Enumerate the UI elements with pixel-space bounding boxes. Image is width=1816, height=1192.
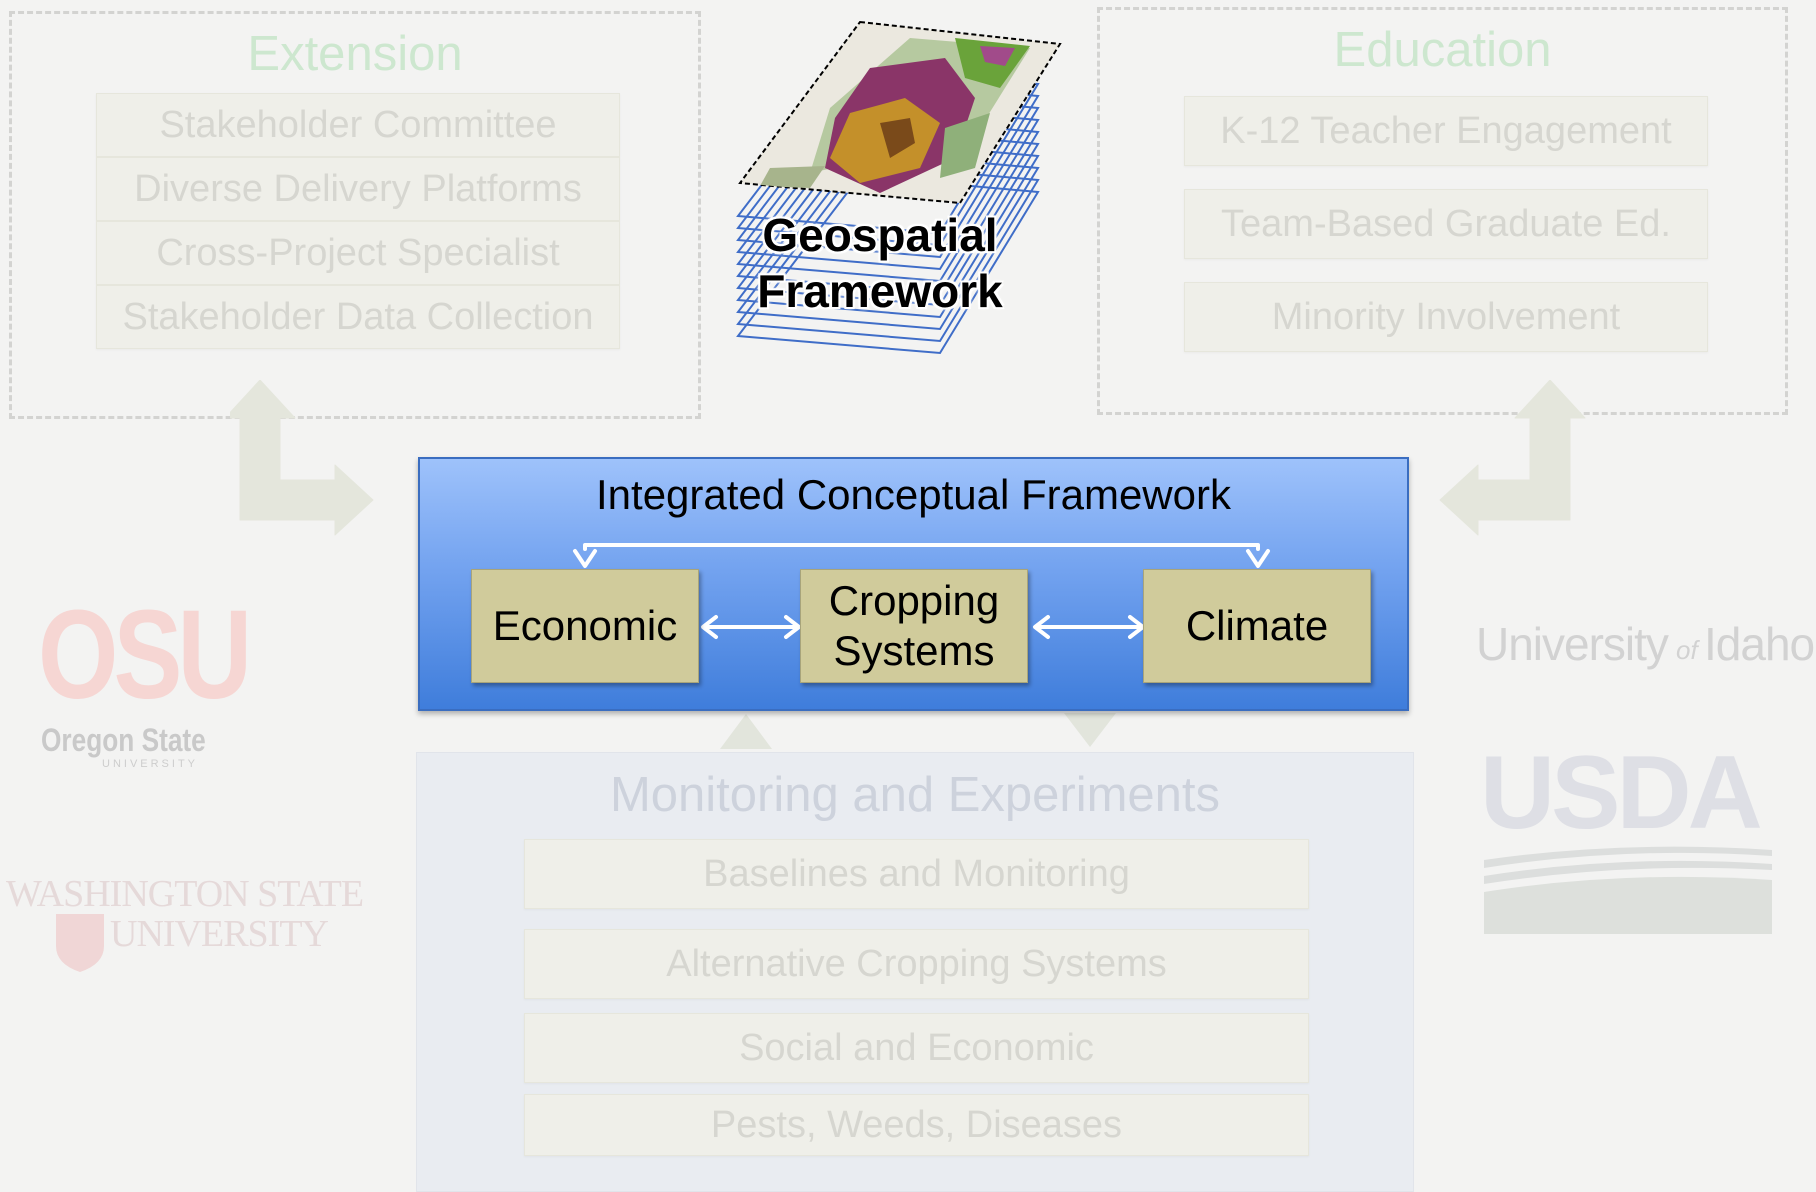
extension-item: Stakeholder Committee <box>96 93 620 157</box>
wsu-logo: WASHINGTON STATE UNIVERSITY <box>6 872 364 982</box>
osu-mark: OSU <box>38 584 252 725</box>
education-title: Education <box>1333 23 1552 77</box>
osu-logo: OSU Oregon State UNIVERSITY <box>36 584 252 770</box>
osu-sub: UNIVERSITY <box>102 758 199 770</box>
extension-item: Diverse Delivery Platforms <box>96 157 620 221</box>
education-item: Team-Based Graduate Ed. <box>1184 189 1708 259</box>
cropping-line1: Cropping <box>828 576 1000 624</box>
geospatial-label-line1: Geospatial <box>762 209 998 261</box>
monitoring-panel: Monitoring and Experiments Baselines and… <box>416 752 1414 1192</box>
geospatial-label-line2: Framework <box>757 265 1003 317</box>
cropping-systems-node: Cropping Systems <box>800 569 1028 683</box>
up-arrow-faint <box>720 714 772 749</box>
extension-item: Stakeholder Data Collection <box>96 285 620 349</box>
extension-panel: Extension Stakeholder Committee Diverse … <box>9 11 701 419</box>
monitoring-title: Monitoring and Experiments <box>609 768 1221 822</box>
economic-climate-connector <box>573 543 1270 639</box>
extension-bent-arrow <box>230 380 374 536</box>
education-item: Minority Involvement <box>1184 282 1708 352</box>
wsu-line2: UNIVERSITY <box>110 913 329 955</box>
monitoring-item: Alternative Cropping Systems <box>524 929 1309 999</box>
monitoring-item: Baselines and Monitoring <box>524 839 1309 909</box>
uidaho-b: Idaho <box>1704 618 1815 670</box>
osu-name: Oregon State <box>41 722 206 758</box>
icf-title: Integrated Conceptual Framework <box>596 471 1231 518</box>
extension-title: Extension <box>247 27 463 81</box>
wsu-shield-icon <box>56 914 104 972</box>
education-item: K-12 Teacher Engagement <box>1184 96 1708 166</box>
usda-wordmark: USDA <box>1480 735 1763 851</box>
climate-node: Climate <box>1143 569 1371 683</box>
integrated-conceptual-framework: Integrated Conceptual Framework Economic… <box>418 457 1409 711</box>
cropping-climate-arrow <box>1033 615 1145 639</box>
usda-logo: USDA <box>1480 735 1774 934</box>
down-arrow-faint <box>1064 713 1116 747</box>
education-panel: Education K-12 Teacher Engagement Team-B… <box>1097 7 1788 415</box>
monitoring-item: Social and Economic <box>524 1013 1309 1083</box>
economic-cropping-arrow <box>701 615 801 639</box>
geospatial-layer-stack <box>736 20 1062 355</box>
uidaho-a: University <box>1476 618 1669 670</box>
uidaho-logo: University of Idaho <box>1476 617 1816 677</box>
monitoring-item: Pests, Weeds, Diseases <box>524 1094 1309 1156</box>
uidaho-of: of <box>1676 635 1698 665</box>
extension-item: Cross-Project Specialist <box>96 221 620 285</box>
usda-landscape-icon <box>1484 846 1772 934</box>
cropping-line2: Systems <box>833 627 995 674</box>
economic-node: Economic <box>471 569 699 683</box>
wsu-line1: WASHINGTON STATE <box>6 873 364 915</box>
education-bent-arrow <box>1439 380 1586 536</box>
